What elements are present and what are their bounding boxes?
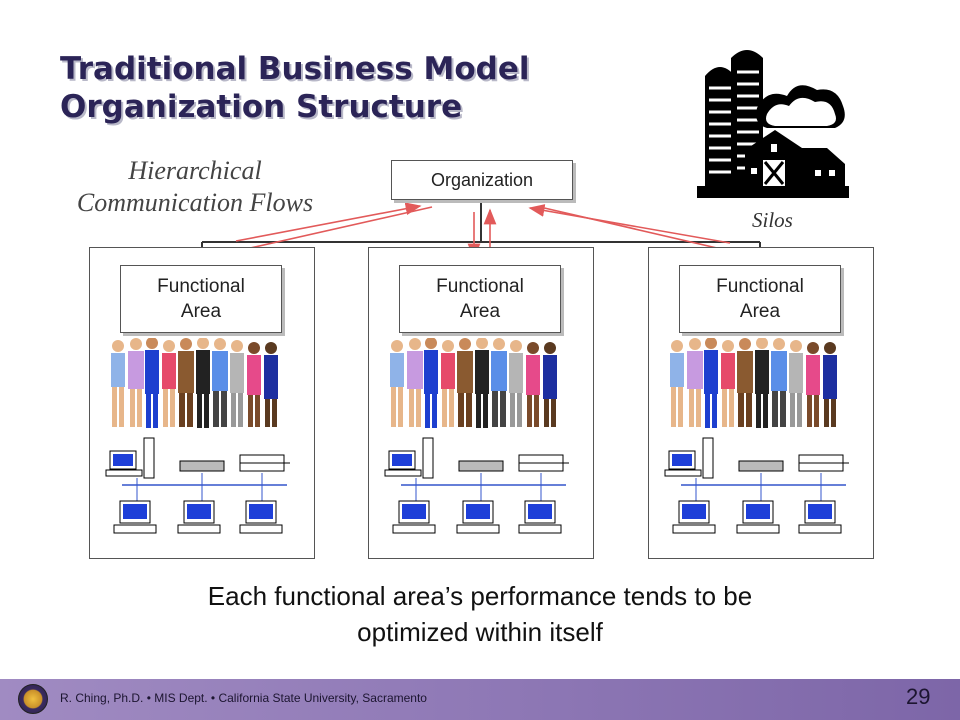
silos-label: Silos: [752, 208, 793, 232]
computer-icon: [177, 500, 221, 534]
page-number: 29: [906, 684, 931, 709]
hub-icon: [458, 460, 504, 472]
university-seal-icon: [18, 684, 48, 714]
people-group-icon: [111, 338, 278, 428]
computer-icon: [239, 500, 283, 534]
computer-icon: [798, 500, 842, 534]
functional-area-line-2: Area: [739, 301, 781, 322]
functional-area-line-1: Functional: [157, 276, 245, 297]
functional-area-panel-1: Functional Area: [89, 247, 315, 559]
printer-icon: [518, 454, 569, 472]
caption-line-1: Each functional area’s performance tends…: [207, 581, 753, 611]
computer-icon: [518, 500, 562, 534]
footer-bar: [0, 679, 960, 720]
organization-box: Organization: [391, 160, 573, 200]
hub-icon: [179, 460, 225, 472]
computer-icon: [664, 437, 714, 479]
functional-area-box: Functional Area: [120, 265, 282, 333]
computer-icon: [736, 500, 780, 534]
computer-icon: [456, 500, 500, 534]
footer-text: R. Ching, Ph.D. • MIS Dept. • California…: [60, 691, 427, 705]
computer-icon: [113, 500, 157, 534]
functional-area-box: Functional Area: [399, 265, 561, 333]
computer-icon: [672, 500, 716, 534]
network-diagram: [664, 437, 849, 534]
title-line-1: Traditional Business Model: [60, 51, 530, 87]
people-group-icon: [670, 338, 837, 428]
functional-area-box: Functional Area: [679, 265, 841, 333]
title-line-2: Organization Structure: [60, 89, 463, 125]
computer-icon: [392, 500, 436, 534]
computer-icon: [105, 437, 155, 479]
slide-title: Traditional Business Model Organization …: [60, 50, 529, 126]
slide-caption: Each functional area’s performance tends…: [100, 578, 860, 650]
functional-area-panel-2: Functional Area: [368, 247, 594, 559]
functional-area-line-2: Area: [459, 301, 501, 322]
hierarchical-line-1: Hierarchical: [128, 156, 262, 185]
network-diagram: [384, 437, 569, 534]
barn-silo-icon: [697, 50, 849, 198]
functional-area-panel-3: Functional Area: [648, 247, 874, 559]
computer-icon: [384, 437, 434, 479]
functional-area-line-2: Area: [180, 301, 222, 322]
functional-area-line-1: Functional: [436, 276, 524, 297]
printer-icon: [239, 454, 290, 472]
hierarchical-line-2: Communication Flows: [76, 188, 314, 217]
network-diagram: [105, 437, 290, 534]
caption-line-2: optimized within itself: [357, 617, 603, 647]
functional-area-line-1: Functional: [716, 276, 804, 297]
hub-icon: [738, 460, 784, 472]
people-group-icon: [390, 338, 557, 428]
hierarchical-label: Hierarchical Communication Flows: [40, 155, 350, 219]
printer-icon: [798, 454, 849, 472]
